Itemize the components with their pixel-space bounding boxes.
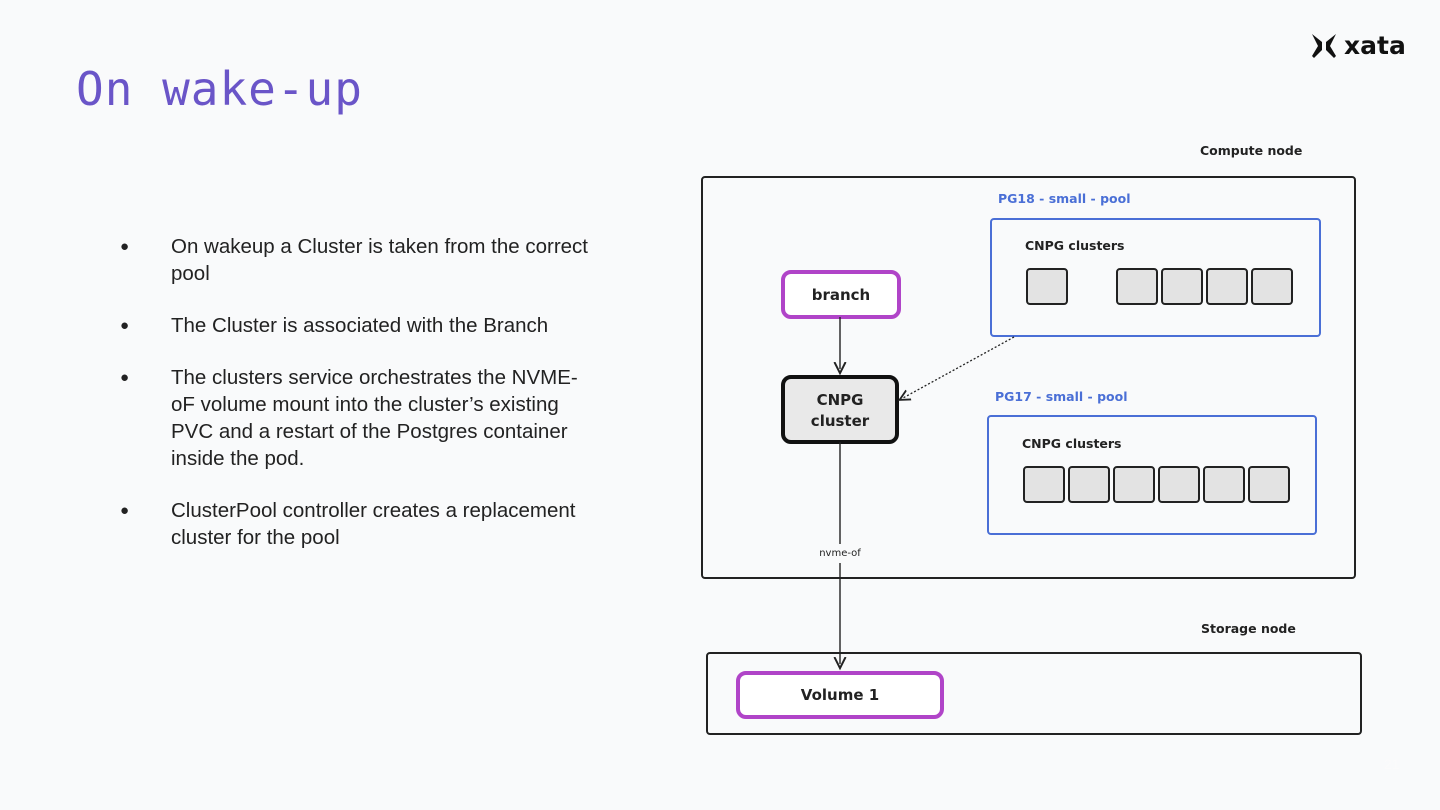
- cluster-slot: [1026, 268, 1068, 305]
- pool-pg17-label: PG17 - small - pool: [995, 389, 1127, 404]
- bullet-item: ClusterPool controller creates a replace…: [120, 497, 600, 551]
- cnpg-cluster-label-line2: cluster: [811, 412, 870, 430]
- xata-butterfly-icon: [1312, 33, 1336, 58]
- cluster-slot: [1116, 268, 1158, 305]
- logo-text: xata: [1344, 31, 1406, 60]
- xata-logo: xata: [1310, 31, 1406, 60]
- bullet-item: The Cluster is associated with the Branc…: [120, 312, 600, 339]
- cluster-slot: [1206, 268, 1248, 305]
- storage-node-box: [706, 652, 1362, 735]
- volume-box: [736, 671, 944, 719]
- pool-pg17-box: [987, 415, 1317, 535]
- pool-pg18-box: [990, 218, 1321, 337]
- pool-pg18-label: PG18 - small - pool: [998, 191, 1130, 206]
- cnpg-cluster-box: [781, 375, 899, 444]
- slide-title: On wake-up: [76, 62, 363, 116]
- cluster-slot: [1158, 466, 1200, 503]
- page-number: 21: [1384, 756, 1400, 772]
- branch-label: branch: [812, 286, 871, 304]
- cluster-slot: [1161, 268, 1203, 305]
- bullet-item: The clusters service orchestrates the NV…: [120, 364, 600, 472]
- cluster-slot: [1068, 466, 1110, 503]
- bullet-list: On wakeup a Cluster is taken from the co…: [120, 233, 600, 576]
- volume-label: Volume 1: [801, 686, 879, 704]
- cluster-slot: [1251, 268, 1293, 305]
- pool-pg18-cluster-slots: [1026, 268, 1293, 305]
- cluster-slot: [1203, 466, 1245, 503]
- nvme-of-label: nvme-of: [819, 548, 861, 559]
- compute-node-box: [701, 176, 1356, 579]
- branch-box: [781, 270, 901, 319]
- cnpg-cluster-label-line1: CNPG: [817, 391, 864, 409]
- storage-node-label: Storage node: [1201, 621, 1296, 636]
- pool-to-cluster-dotted-arrow: [903, 336, 1015, 398]
- pool-pg17-cluster-slots: [1023, 466, 1290, 503]
- pool-pg18-inner-label: CNPG clusters: [1025, 238, 1125, 253]
- pool-pg17-inner-label: CNPG clusters: [1022, 436, 1122, 451]
- cluster-slot: [1248, 466, 1290, 503]
- compute-node-label: Compute node: [1200, 143, 1302, 158]
- cluster-slot: [1113, 466, 1155, 503]
- bullet-item: On wakeup a Cluster is taken from the co…: [120, 233, 600, 287]
- cluster-slot: [1023, 466, 1065, 503]
